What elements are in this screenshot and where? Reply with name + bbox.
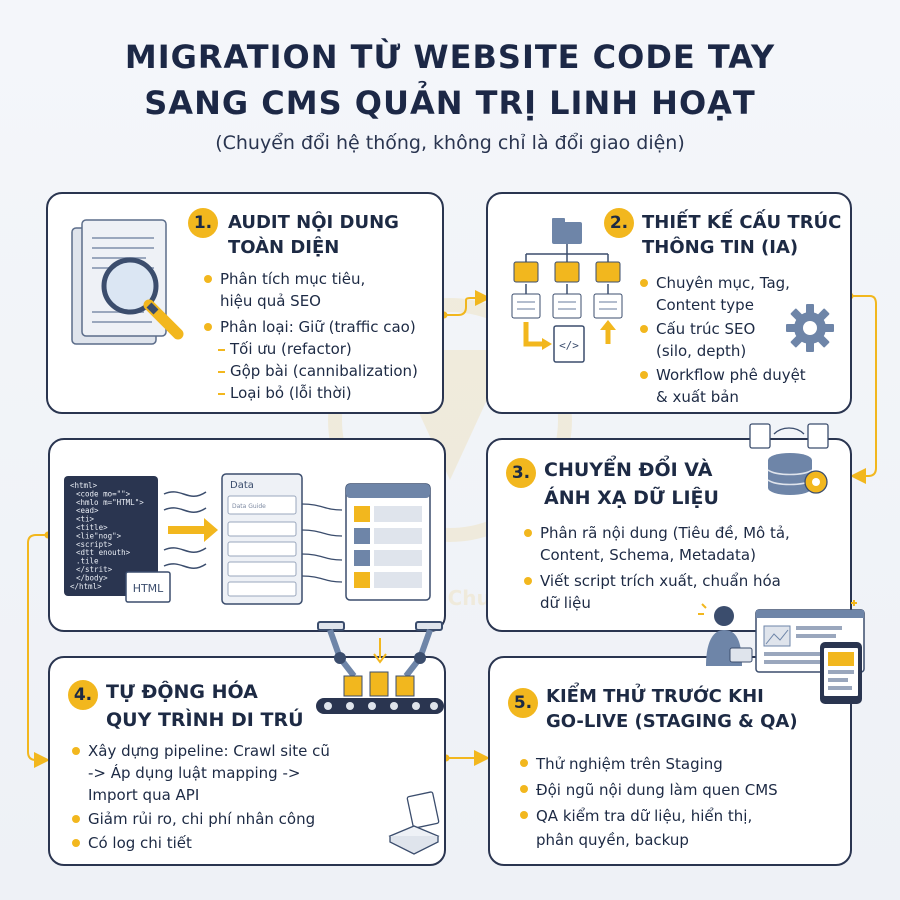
list-item: Workflow phê duyệt xyxy=(640,364,810,386)
list-item: QA kiểm tra dữ liệu, hiển thị, xyxy=(520,804,838,828)
list-item: Content, Schema, Metadata) xyxy=(540,546,756,564)
step-title-4-line-1: TỰ ĐỘNG HÓA xyxy=(106,681,258,703)
step-card-1: 1. AUDIT NỘI DUNG TOÀN DIỆN Phân tích mụ… xyxy=(46,192,444,414)
step-title-1-line-1: AUDIT NỘI DUNG xyxy=(228,212,399,233)
page-subtitle: (Chuyển đổi hệ thống, không chỉ là đổi g… xyxy=(215,132,685,154)
step-title-2-line-2: THÔNG TIN (IA) xyxy=(642,237,799,258)
code-line: <html> xyxy=(70,481,98,490)
list-item: dữ liệu xyxy=(540,594,591,612)
list-item: Loại bỏ (lỗi thời) xyxy=(204,382,442,404)
list-item: Giảm rủi ro, chi phí nhân công xyxy=(72,808,412,830)
list-item: hiệu quả SEO xyxy=(220,292,321,310)
code-line: <script> xyxy=(76,540,113,549)
arrow-3-to-4 xyxy=(27,534,50,768)
step-list-4: Xây dựng pipeline: Crawl site cũ -> Áp d… xyxy=(72,740,412,854)
svg-text:</>: </> xyxy=(559,339,579,352)
list-item: Xây dựng pipeline: Crawl site cũ xyxy=(72,740,412,762)
step-title-4: TỰ ĐỘNG HÓA QUY TRÌNH DI TRÚ xyxy=(106,678,304,734)
step-number-4: 4. xyxy=(68,680,98,710)
list-item: Tối ưu (refactor) xyxy=(204,338,442,360)
code-line: <ead> xyxy=(76,506,99,515)
list-item: Phân loại: Giữ (traffic cao) xyxy=(204,316,442,338)
code-line: <title> xyxy=(76,523,108,532)
step-list-3: Phân rã nội dung (Tiêu đề, Mô tả, Conten… xyxy=(524,522,848,614)
title-line-1: MIGRATION TỪ WEBSITE CODE TAY xyxy=(124,38,776,76)
step-title-5: KIỂM THỬ TRƯỚC KHI GO-LIVE (STAGING & QA… xyxy=(546,684,798,734)
document-search-icon xyxy=(66,216,196,370)
page-title: MIGRATION TỪ WEBSITE CODE TAY SANG CMS Q… xyxy=(0,34,900,126)
list-item: Thử nghiệm trên Staging xyxy=(520,752,838,776)
step-title-5-line-2: GO-LIVE (STAGING & QA) xyxy=(546,711,798,732)
arrow-2-to-3 xyxy=(850,295,877,484)
step-list-1: Phân tích mục tiêu, hiệu quả SEO Phân lo… xyxy=(204,268,442,404)
list-item: & xuất bản xyxy=(656,388,739,406)
step-card-5: 5. KIỂM THỬ TRƯỚC KHI GO-LIVE (STAGING &… xyxy=(488,656,852,866)
list-item: -> Áp dụng luật mapping -> xyxy=(88,764,301,782)
step-number-2: 2. xyxy=(604,208,634,238)
code-line: <dtt enouth> xyxy=(76,548,131,557)
database-icon xyxy=(742,420,838,502)
step-title-1: AUDIT NỘI DUNG TOÀN DIỆN xyxy=(228,210,399,260)
list-item: Phân rã nội dung (Tiêu đề, Mô tả, xyxy=(524,522,848,544)
list-item: Phân tích mục tiêu, xyxy=(204,268,442,290)
code-line: <code mo=""> xyxy=(76,489,131,498)
step-title-2-line-1: THIẾT KẾ CẤU TRÚC xyxy=(642,212,842,233)
gear-icon xyxy=(784,302,836,358)
code-line: <hmlo m="HTML"> xyxy=(76,498,144,507)
code-transform-icon: <html><code mo=""><hmlo m="HTML"><ead><t… xyxy=(64,464,436,628)
document-stack-icon xyxy=(384,790,444,862)
list-item: (silo, depth) xyxy=(656,342,747,360)
step-title-3-line-2: ÁNH XẠ DỮ LIỆU xyxy=(544,487,719,509)
code-line: .tile xyxy=(76,557,99,566)
step-illustration-card-3: <html><code mo=""><hmlo m="HTML"><ead><t… xyxy=(48,438,446,632)
step-card-2: </> 2. THIẾT KẾ CẤU TRÚC THÔNG TIN (IA) … xyxy=(486,192,852,414)
svg-text:Data Guide: Data Guide xyxy=(232,503,266,510)
step-title-5-line-1: KIỂM THỬ TRƯỚC KHI xyxy=(546,686,764,707)
code-line: <lie"nog"> xyxy=(76,531,122,540)
svg-text:Data: Data xyxy=(230,480,254,491)
list-item: Content type xyxy=(656,296,754,314)
code-line: </html> xyxy=(70,582,102,591)
step-number-5: 5. xyxy=(508,688,538,718)
folder-tree-icon: </> xyxy=(504,218,630,382)
code-line: <ti> xyxy=(76,515,95,524)
step-title-2: THIẾT KẾ CẤU TRÚC THÔNG TIN (IA) xyxy=(642,210,841,260)
code-line: </body> xyxy=(76,573,108,582)
code-line: </strit> xyxy=(76,565,113,574)
step-title-3-line-1: CHUYỂN ĐỔI VÀ xyxy=(544,459,713,481)
list-item: Cấu trúc SEO xyxy=(640,318,810,340)
tablet-icon xyxy=(818,640,864,710)
step-number-1: 1. xyxy=(188,208,218,238)
list-item: Đội ngũ nội dung làm quen CMS xyxy=(520,778,838,802)
list-item: phân quyền, backup xyxy=(536,831,689,849)
step-number-3: 3. xyxy=(506,458,536,488)
step-list-5: Thử nghiệm trên Staging Đội ngũ nội dung… xyxy=(520,750,838,852)
html-badge: HTML xyxy=(133,582,164,595)
robot-arm-conveyor-icon xyxy=(310,618,450,734)
list-item: Import qua API xyxy=(88,786,200,804)
step-title-1-line-2: TOÀN DIỆN xyxy=(228,237,340,258)
list-item: Viết script trích xuất, chuẩn hóa xyxy=(524,570,848,592)
step-list-2: Chuyên mục, Tag, Content type Cấu trúc S… xyxy=(640,272,810,408)
list-item: Chuyên mục, Tag, xyxy=(640,272,810,294)
title-line-2: SANG CMS QUẢN TRỊ LINH HOẠT xyxy=(144,84,756,122)
step-title-4-line-2: QUY TRÌNH DI TRÚ xyxy=(106,709,304,731)
step-title-3: CHUYỂN ĐỔI VÀ ÁNH XẠ DỮ LIỆU xyxy=(544,456,719,512)
list-item: Có log chi tiết xyxy=(72,832,412,854)
list-item: Gộp bài (cannibalization) xyxy=(204,360,442,382)
